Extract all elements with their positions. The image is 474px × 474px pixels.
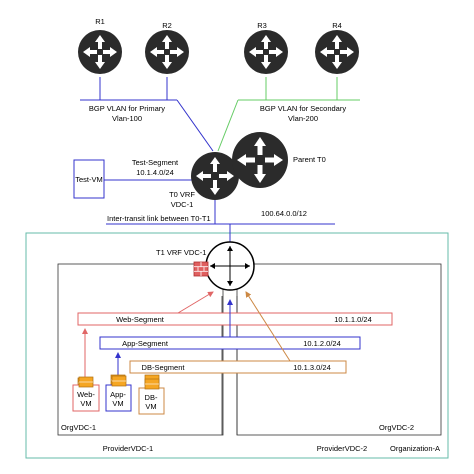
app-vm-label-1: App- — [110, 390, 126, 399]
bgp-primary-label-1: BGP VLAN for Primary — [89, 104, 165, 113]
router-r2-icon — [145, 30, 189, 74]
orgvdc1-label: OrgVDC-1 — [61, 423, 96, 432]
db-to-t1 — [245, 291, 291, 362]
t0-vrf-label-1: T0 VRF — [169, 190, 195, 199]
inter-transit-label: Inter-transit link between T0-T1 — [107, 214, 211, 223]
parent-t0-label: Parent T0 — [293, 155, 326, 164]
db-subnet-label: 10.1.3.0/24 — [293, 363, 331, 372]
db-vm-label-2: VM — [145, 402, 156, 411]
t1-vrf-router-icon — [205, 241, 255, 291]
app-subnet-label: 10.1.2.0/24 — [303, 339, 341, 348]
web-to-t1 — [177, 291, 214, 314]
router-r3-icon — [244, 30, 288, 74]
vlan200-to-t0 — [217, 99, 239, 152]
firewall-icon — [193, 261, 209, 277]
app-vm-label-2: VM — [112, 399, 123, 408]
organization-label: Organization-A — [390, 444, 440, 453]
web-vm-label-1: Web- — [77, 390, 95, 399]
transit-subnet-label: 100.64.0.0/12 — [261, 209, 307, 218]
parent-t0-router-icon — [232, 132, 288, 188]
db-vm-badge-icon — [144, 378, 160, 390]
db-segment-bar — [129, 360, 347, 374]
t0-vrf-label-2: VDC-1 — [171, 200, 194, 209]
vlan100-to-t0 — [176, 99, 214, 152]
web-segment-label: Web-Segment — [116, 315, 165, 324]
orgvdc2-label: OrgVDC-2 — [379, 423, 414, 432]
web-subnet-label: 10.1.1.0/24 — [334, 315, 372, 324]
t1-vrf-label: T1 VRF VDC-1 — [156, 248, 206, 257]
test-segment-label-2: 10.1.4.0/24 — [136, 168, 174, 177]
web-vm-badge-icon — [78, 376, 94, 388]
providervdc1-label: ProviderVDC-1 — [103, 444, 153, 453]
web-vm-label-2: VM — [80, 399, 91, 408]
organization-boundary — [25, 232, 449, 459]
router-r4-icon — [315, 30, 359, 74]
app-vm-badge-icon — [111, 375, 127, 387]
test-vm-label: Test-VM — [75, 175, 103, 184]
router-r1-icon — [78, 30, 122, 74]
r1-label: R1 — [95, 17, 105, 26]
r2-label: R2 — [162, 21, 172, 30]
bgp-secondary-label-1: BGP VLAN for Secondary — [260, 104, 346, 113]
db-segment-label: DB-Segment — [142, 363, 186, 372]
test-vm-box — [73, 159, 105, 199]
web-segment-bar — [77, 312, 393, 326]
r4-label: R4 — [332, 21, 342, 30]
app-vm-box — [105, 384, 132, 412]
providervdc2-label: ProviderVDC-2 — [317, 444, 367, 453]
db-vm-label-1: DB- — [145, 393, 158, 402]
bgp-primary-label-2: Vlan-100 — [112, 114, 142, 123]
r3-label: R3 — [257, 21, 267, 30]
t0-vrf-router-icon — [191, 152, 239, 200]
app-segment-label: App-Segment — [122, 339, 169, 348]
bgp-secondary-label-2: Vlan-200 — [288, 114, 318, 123]
test-segment-label-1: Test-Segment — [132, 158, 179, 167]
